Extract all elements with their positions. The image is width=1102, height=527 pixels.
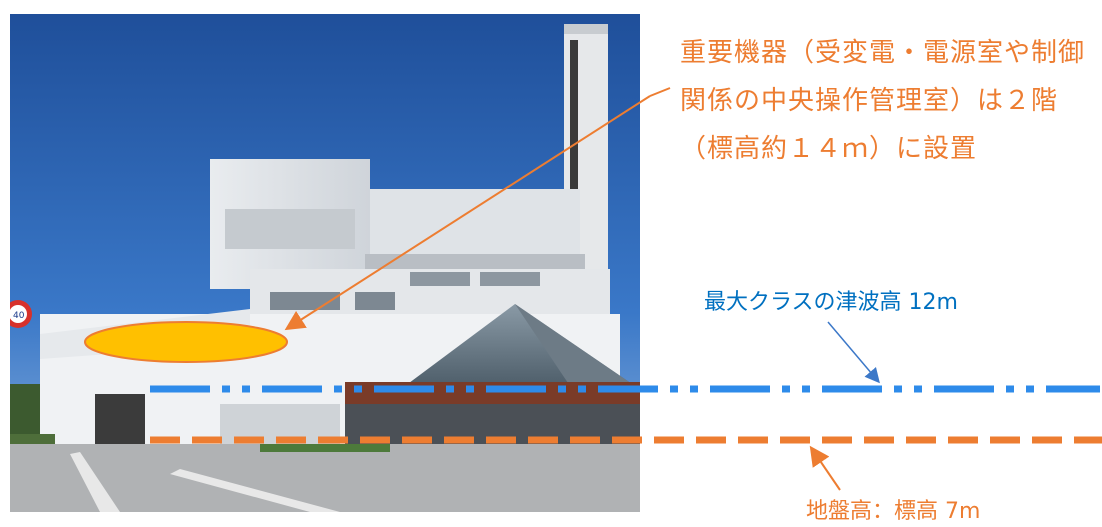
equipment-note-line-3: （標高約１４ｍ）に設置 xyxy=(680,134,978,164)
tsunami-label-arrow xyxy=(827,321,880,384)
facility-photo: 40 xyxy=(10,14,640,512)
equipment-callout-leader-line xyxy=(649,87,671,97)
equipment-note: 重要機器（受変電・電源室や制御 関係の中央操作管理室）は２階 （標高約１４ｍ）に… xyxy=(680,34,1085,168)
pavement xyxy=(10,444,640,512)
tsunami-height-label: 最大クラスの津波高 12m xyxy=(704,290,958,315)
ground-label-arrow xyxy=(809,445,841,491)
ground-height-label: 地盤高：標高 7m xyxy=(806,499,981,524)
svg-text:40: 40 xyxy=(13,311,25,321)
equipment-note-line-1: 重要機器（受変電・電源室や制御 xyxy=(680,38,1086,68)
equipment-note-line-2: 関係の中央操作管理室）は２階 xyxy=(680,86,1059,116)
speed-sign: 40 xyxy=(10,300,32,328)
